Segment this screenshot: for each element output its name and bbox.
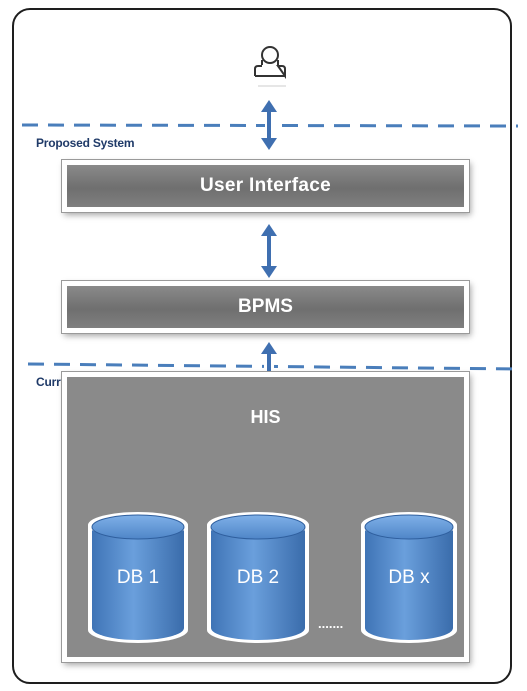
user-interface-layer: User Interface: [62, 160, 469, 212]
database-dbx: DB x: [361, 512, 457, 643]
user-icon: [254, 46, 286, 80]
db2-label: DB 2: [237, 567, 279, 588]
proposed-system-label: Proposed System: [36, 136, 135, 150]
db1-label: DB 1: [117, 567, 159, 588]
database-db2: DB 2: [207, 512, 309, 643]
double-arrow-icon: [261, 100, 277, 150]
double-arrow-icon: [261, 224, 277, 278]
database-db1: DB 1: [88, 512, 188, 643]
dbx-label: DB x: [388, 567, 430, 588]
his-title: HIS: [250, 407, 281, 427]
ellipsis-separator: .......: [318, 616, 344, 631]
bpms-layer: BPMS: [62, 281, 469, 333]
